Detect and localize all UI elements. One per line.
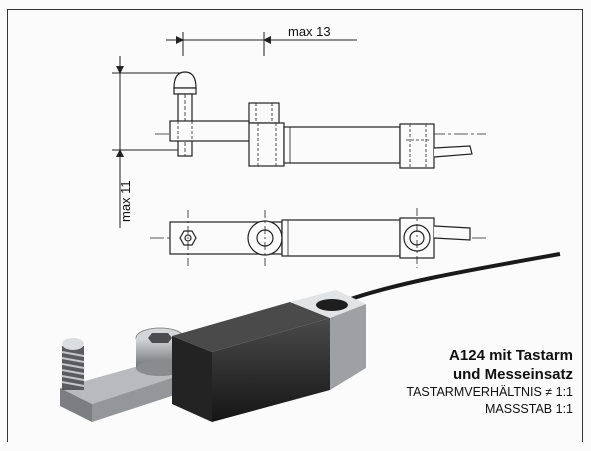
sensor-photo xyxy=(60,252,561,422)
width-label: max 13 xyxy=(288,24,331,39)
caption-ratio: TASTARMVERHÄLTNIS ≠ 1:1 xyxy=(406,385,573,399)
top-view xyxy=(150,208,486,268)
drawing-frame xyxy=(7,9,583,442)
caption-title-line2: und Messeinsatz xyxy=(452,366,573,383)
dimension-width xyxy=(166,32,357,56)
caption-title-line1: A124 mit Tastarm xyxy=(449,347,573,364)
height-label: max 11 xyxy=(118,180,133,222)
caption-block: A124 mit Tastarm und Messeinsatz TASTARM… xyxy=(406,346,573,418)
side-view xyxy=(155,71,486,169)
caption-scale: MASSSTAB 1:1 xyxy=(485,402,573,416)
dimension-height xyxy=(112,56,182,228)
